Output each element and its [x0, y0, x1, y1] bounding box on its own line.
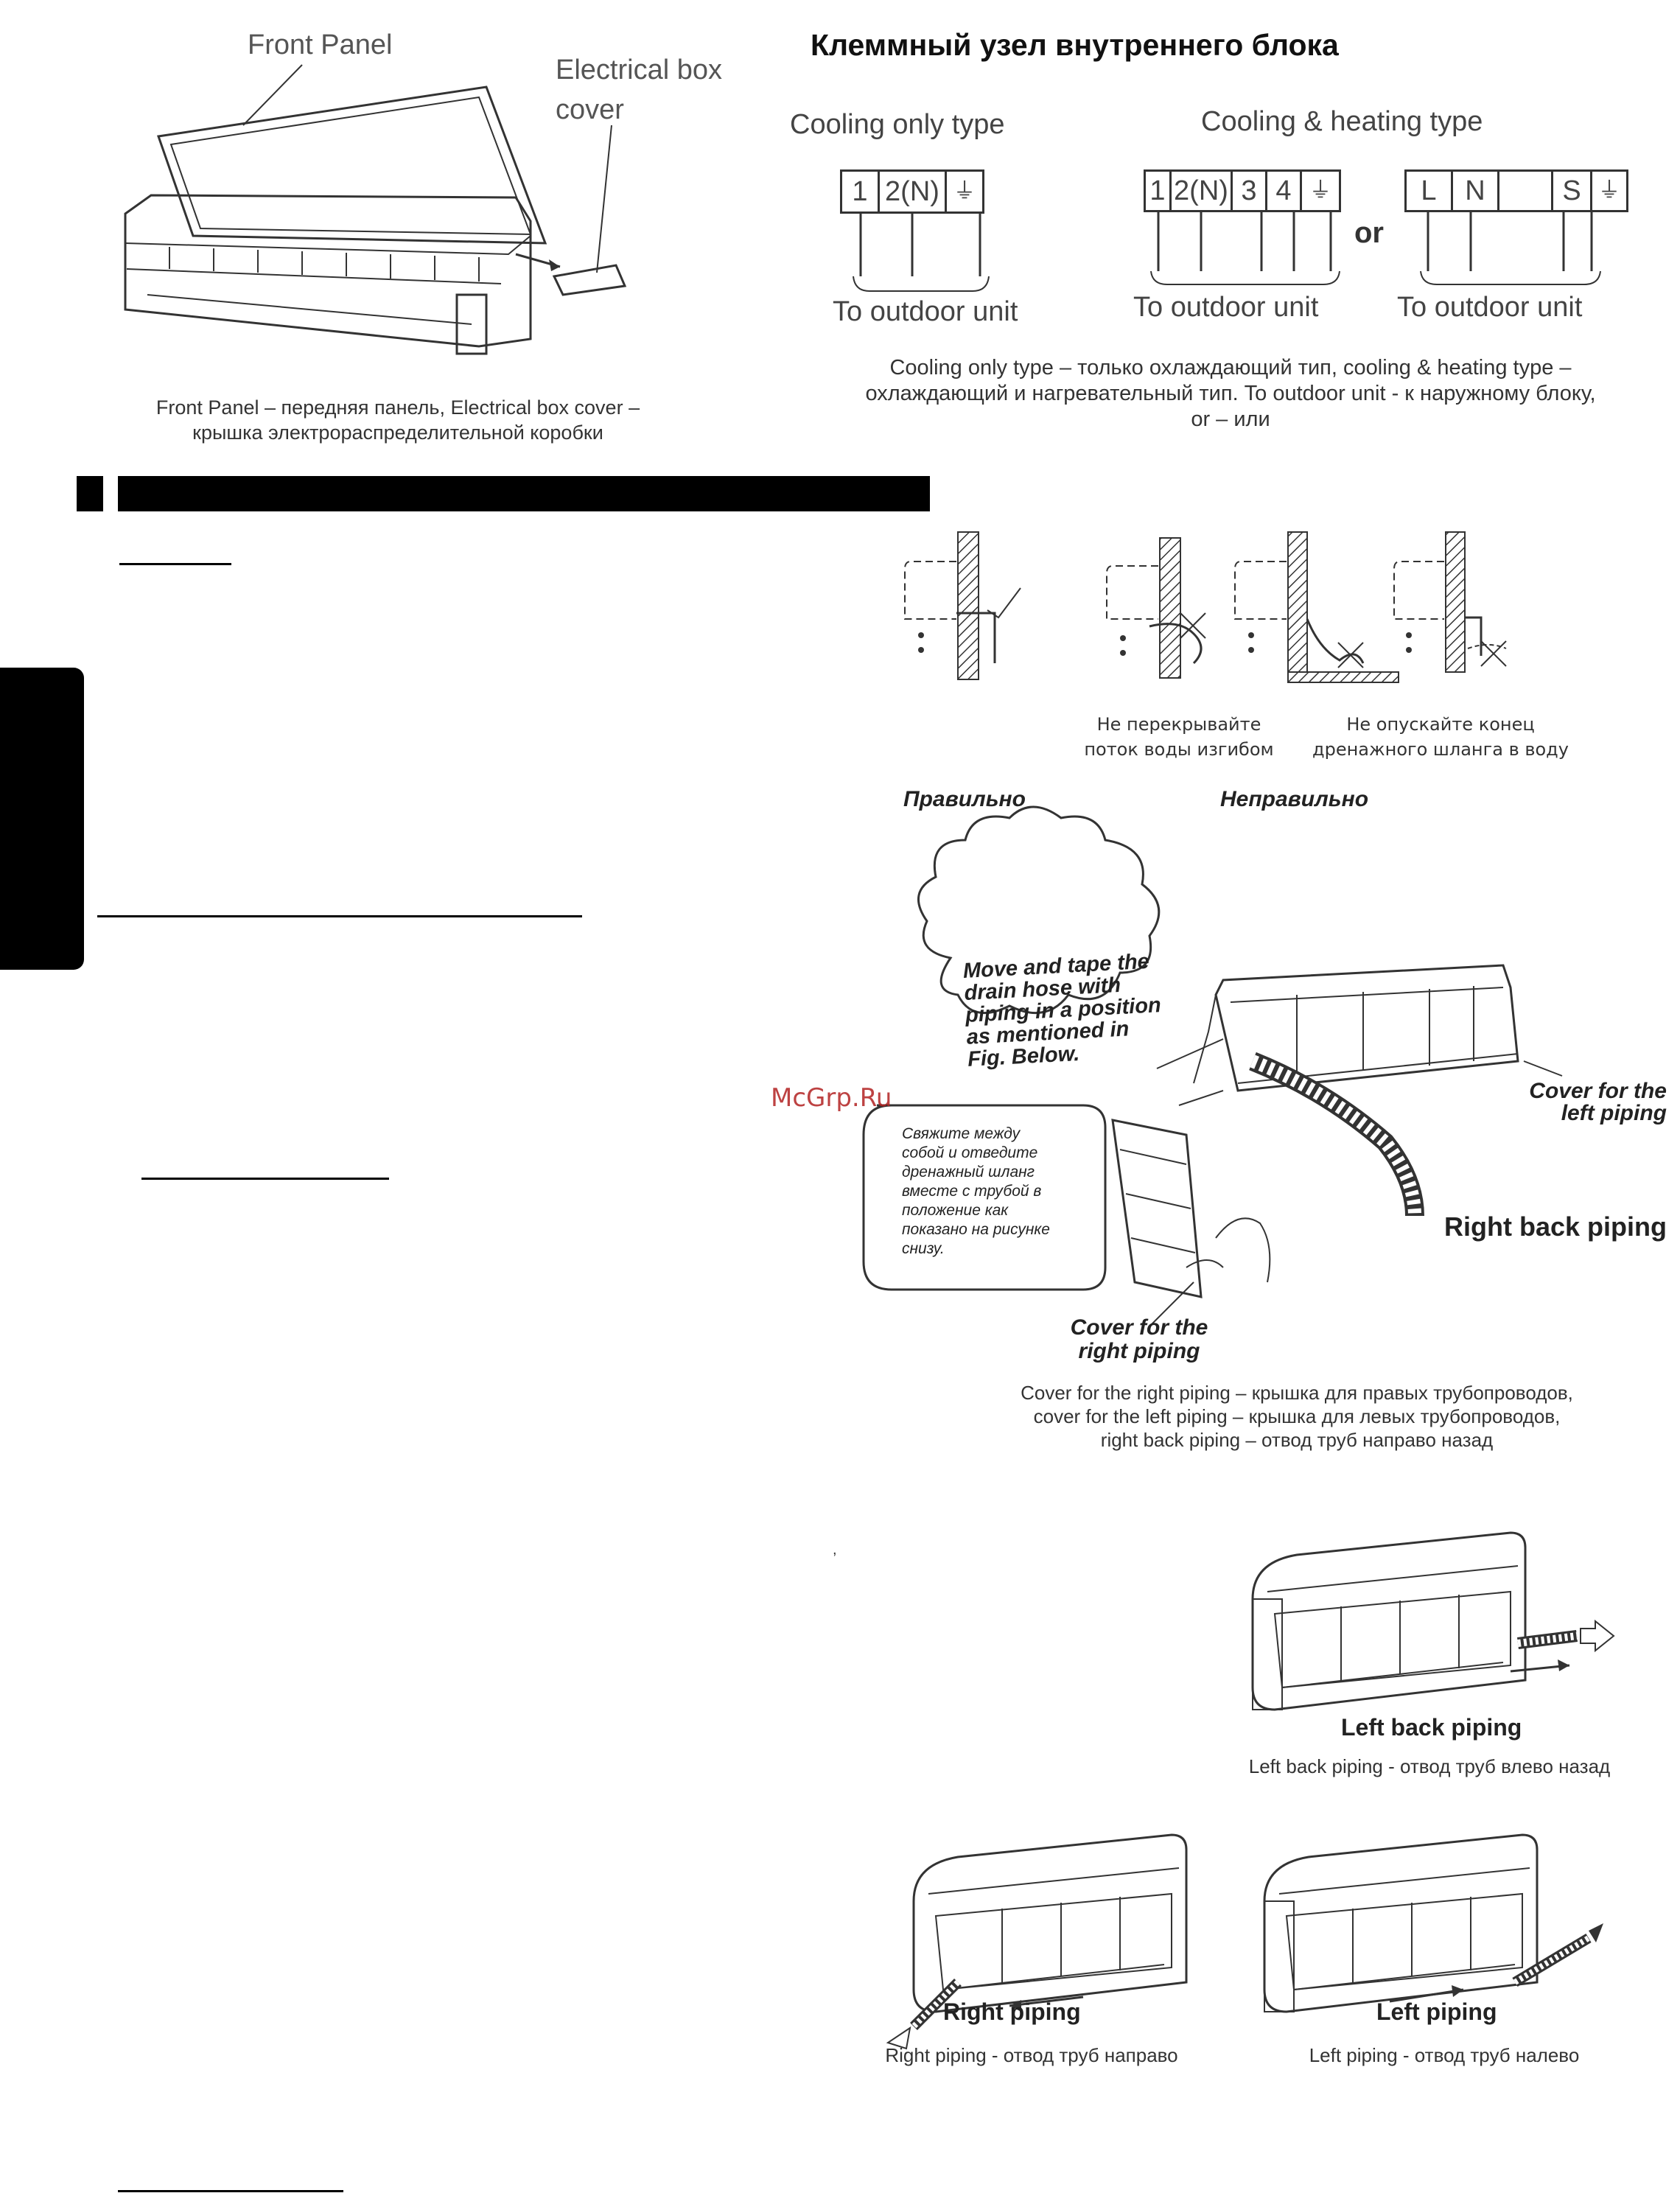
piping-caption-line3: right back piping – отвод труб направо н…: [1100, 1429, 1494, 1451]
side-tab: [0, 668, 84, 970]
correct-label: Правильно: [903, 787, 1026, 811]
drain-note2-line1: Не опускайте конец: [1346, 714, 1535, 735]
drain-note1-line1: Не перекрывайте: [1096, 714, 1261, 735]
to-outdoor-unit-1: To outdoor unit: [833, 296, 1018, 327]
piping-caption-line2: cover for the left piping – крышка для л…: [1033, 1405, 1561, 1427]
subheading-rule-3: [141, 1178, 389, 1180]
left-piping-caption: Left piping - отвод труб налево: [1309, 2044, 1580, 2066]
cover-left-line1: Cover for the: [1529, 1079, 1667, 1103]
cover-left-label: Cover for the left piping: [1519, 1080, 1667, 1125]
terminal-cell: 2(N): [880, 172, 947, 211]
bubble-line: дренажный шланг: [902, 1164, 1035, 1181]
terminal-caption-line2: охлаждающий и нагревательный тип. To out…: [865, 382, 1596, 405]
fig1-caption-line2: крышка электрораспределительной коробки: [192, 422, 603, 444]
left-back-piping-caption: Left back piping - отвод труб влево наза…: [1248, 1755, 1611, 1777]
bubble-line: вместе с трубой в: [902, 1183, 1042, 1200]
watermark: McGrp.Ru: [771, 1083, 892, 1113]
bubble-line: снизу.: [902, 1240, 945, 1257]
fig1-caption-line1: Front Panel – передняя панель, Electrica…: [155, 396, 640, 419]
terminal-box-lns: L N S ⏚: [1404, 169, 1628, 212]
ground-icon: ⏚: [1598, 178, 1620, 203]
right-back-piping-label: Right back piping: [1444, 1211, 1667, 1242]
left-back-piping-label: Left back piping: [1341, 1714, 1522, 1741]
cover-right-line1: Cover for the: [1070, 1315, 1208, 1340]
piping-figure: [862, 805, 1563, 1327]
terminal-caption-line3: or – или: [1191, 408, 1270, 431]
piping-direction-units: [886, 1531, 1615, 2050]
terminal-cell: S: [1553, 172, 1592, 210]
front-panel-label: Front Panel: [248, 29, 393, 60]
bubble-line: показано на рисунке: [902, 1221, 1050, 1238]
ground-icon: ⏚: [953, 179, 976, 203]
terminal-cell: 3: [1233, 172, 1267, 210]
cooling-heating-label: Cooling & heating type: [1201, 106, 1483, 137]
cover-right-label: Cover for the right piping: [1065, 1316, 1213, 1363]
terminal-title: Клеммный узел внутреннего блока: [811, 28, 1339, 62]
subheading-rule-1: [119, 563, 231, 565]
bubble-line: положение как: [902, 1202, 1009, 1219]
terminal-cell: 4: [1267, 172, 1302, 210]
bubble-ru-text: Свяжите между собой и отведите дренажный…: [902, 1125, 1050, 1259]
or-label: or: [1354, 217, 1384, 249]
terminal-cell: 2(N): [1172, 172, 1233, 210]
electrical-box-label: Electrical box: [556, 55, 722, 85]
ground-icon: ⏚: [1309, 178, 1331, 203]
terminal-wiring-lines: [853, 211, 1601, 292]
drain-hose-diagrams: [904, 531, 1507, 683]
cover-right-line2: right piping: [1078, 1339, 1200, 1363]
terminal-cell: L: [1407, 172, 1453, 210]
terminal-caption-line1: Cooling only type – только охлаждающий т…: [889, 356, 1572, 380]
drain-note2-line2: дренажного шланга в воду: [1312, 739, 1569, 760]
drain-note1-line2: поток воды изгибом: [1084, 739, 1274, 760]
to-outdoor-unit-3: To outdoor unit: [1397, 292, 1583, 323]
piping-caption-line1: Cover for the right piping – крышка для …: [1021, 1382, 1573, 1404]
cover-left-line2: left piping: [1561, 1101, 1667, 1125]
bubble-line: собой и отведите: [902, 1144, 1038, 1161]
section-heading-bar: [118, 476, 930, 511]
section-bullet: [77, 476, 103, 511]
subheading-rule-4: [118, 2190, 343, 2192]
terminal-cell: [1499, 172, 1553, 210]
terminal-box-cooling-heating: 1 2(N) 3 4 ⏚: [1144, 169, 1341, 212]
terminal-cell: N: [1453, 172, 1499, 210]
subheading-rule-2: [97, 915, 582, 917]
cooling-only-label: Cooling only type: [790, 109, 1005, 140]
terminal-cell: 1: [1146, 172, 1172, 210]
incorrect-label: Неправильно: [1220, 787, 1369, 811]
right-piping-label: Right piping: [943, 1998, 1081, 2025]
indoor-unit-drawing: [124, 64, 627, 355]
bubble-line: Свяжите между: [902, 1125, 1021, 1142]
electrical-box-label-2: cover: [556, 94, 624, 125]
left-piping-label: Left piping: [1376, 1998, 1497, 2025]
terminal-cell: 1: [842, 172, 880, 211]
stray-mark: ,: [833, 1542, 837, 1558]
to-outdoor-unit-2: To outdoor unit: [1133, 292, 1319, 323]
right-piping-caption: Right piping - отвод труб направо: [885, 2044, 1178, 2066]
